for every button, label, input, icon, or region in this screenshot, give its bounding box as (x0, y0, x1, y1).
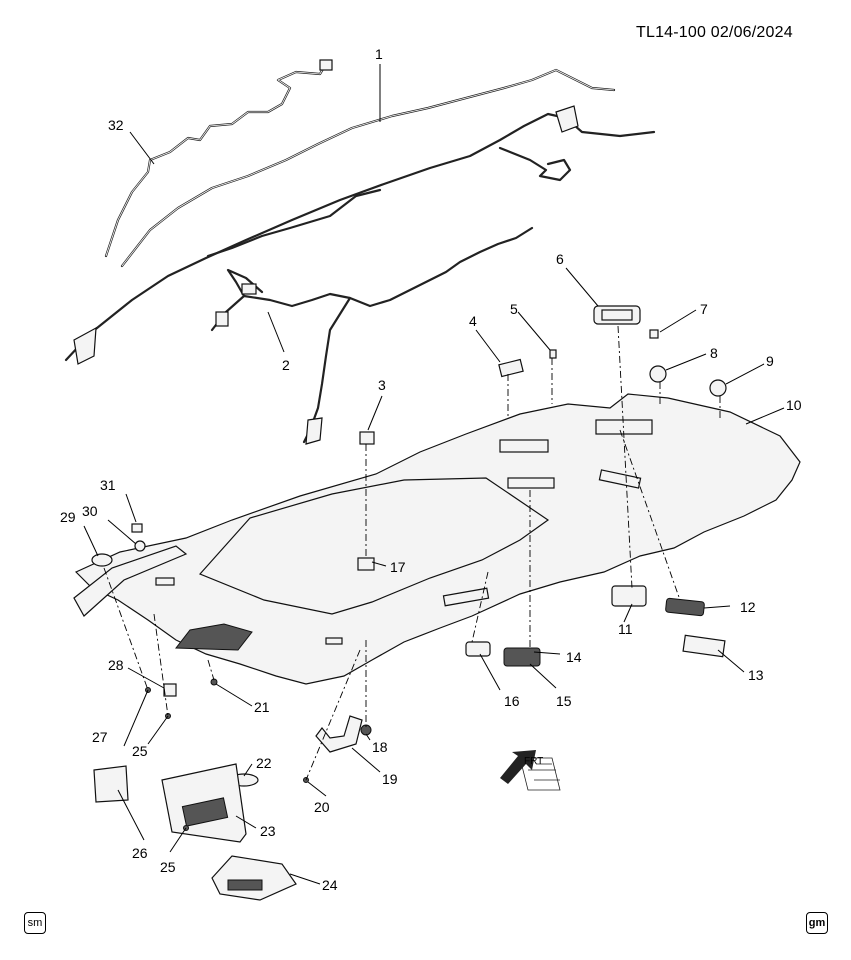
harness-2 (210, 226, 534, 445)
callout-1: 1 (375, 46, 383, 62)
parts-group (91, 305, 727, 901)
document-id: TL14-100 02/06/2024 (636, 24, 793, 41)
callout-25a: 25 (132, 743, 148, 759)
harness-1 (120, 68, 616, 268)
callout-21: 21 (254, 699, 270, 715)
callout-10: 10 (786, 397, 802, 413)
callout-13: 13 (748, 667, 764, 683)
front-direction-arrow-icon: FRT (500, 750, 561, 791)
sm-badge-icon: sm (24, 912, 46, 934)
callout-26: 26 (132, 845, 148, 861)
callout-25b: 25 (160, 859, 176, 875)
callout-20: 20 (314, 799, 330, 815)
callout-32: 32 (108, 117, 124, 133)
callout-16: 16 (504, 693, 520, 709)
assembly-lines (103, 325, 721, 781)
callout-29: 29 (60, 509, 76, 525)
callout-2: 2 (282, 357, 290, 373)
callout-19: 19 (382, 771, 398, 787)
callout-5: 5 (510, 301, 518, 317)
harness-main-upper (64, 105, 656, 365)
callout-30: 30 (82, 503, 98, 519)
callout-7: 7 (700, 301, 708, 317)
gm-logo-icon: gm (806, 912, 828, 934)
callout-9: 9 (766, 353, 774, 369)
callout-24: 24 (322, 877, 338, 893)
callout-18: 18 (372, 739, 388, 755)
frt-label: FRT (524, 756, 543, 767)
callout-6: 6 (556, 251, 564, 267)
callout-12: 12 (740, 599, 756, 615)
leader-lines (83, 64, 785, 885)
callout-31: 31 (100, 477, 116, 493)
harness-32 (104, 59, 333, 258)
callout-numbers: 1 2 3 4 5 6 7 8 9 10 11 12 13 14 15 16 1… (60, 46, 802, 893)
callout-14: 14 (566, 649, 582, 665)
callout-28: 28 (108, 657, 124, 673)
callout-17: 17 (390, 559, 406, 575)
callout-4: 4 (469, 313, 477, 329)
callout-27: 27 (92, 729, 108, 745)
callout-23: 23 (260, 823, 276, 839)
callout-3: 3 (378, 377, 386, 393)
headliner-panel (73, 393, 801, 685)
callout-15: 15 (556, 693, 572, 709)
callout-11: 11 (618, 621, 633, 637)
callout-8: 8 (710, 345, 718, 361)
callout-22: 22 (256, 755, 272, 771)
